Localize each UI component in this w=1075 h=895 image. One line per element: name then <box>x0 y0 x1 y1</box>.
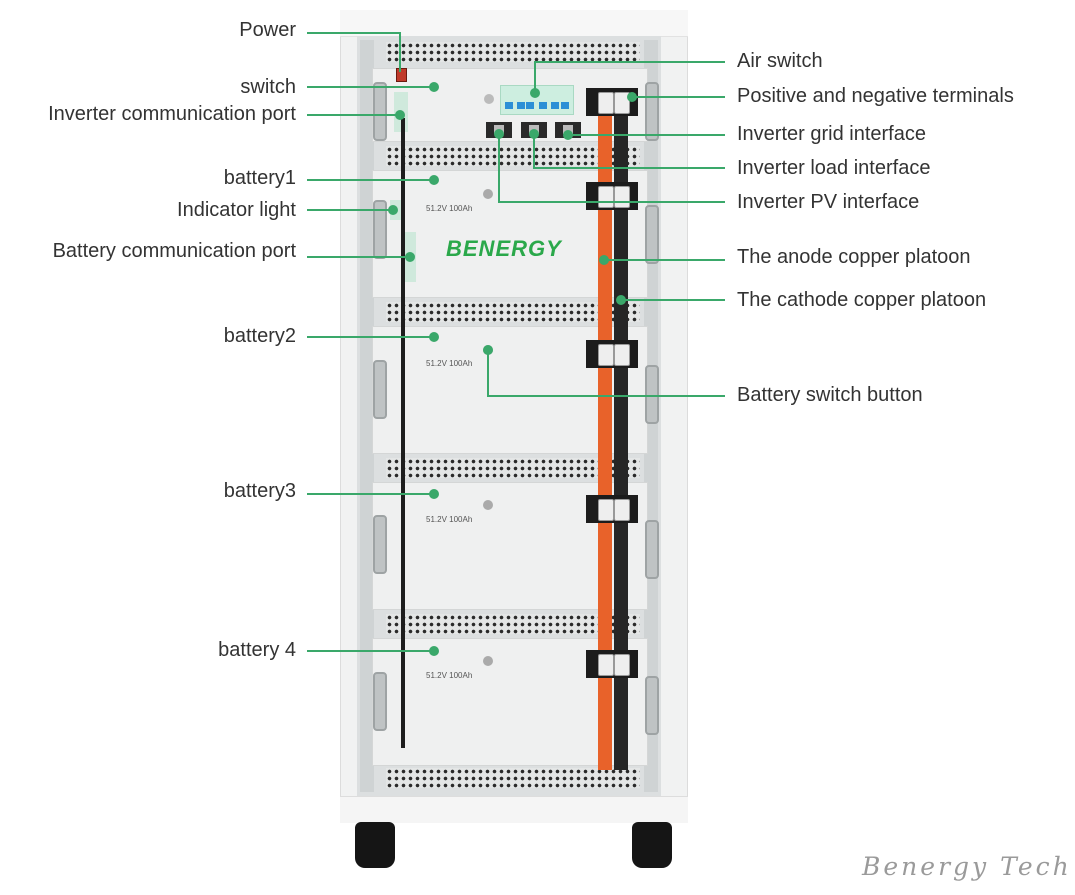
screw <box>484 94 494 104</box>
label-load-interface: Inverter load interface <box>737 157 931 179</box>
vent <box>386 614 640 634</box>
battery-spec-4: 51.2V 100Ah <box>426 671 473 680</box>
handle <box>373 515 387 574</box>
anode-copper-platoon <box>598 100 612 770</box>
vent <box>386 302 640 322</box>
caster-wheel <box>632 822 672 868</box>
handle <box>373 82 387 141</box>
battery-switch-button[interactable] <box>483 500 493 510</box>
callout-line-battery-switch <box>487 350 725 397</box>
vent <box>386 146 640 166</box>
label-battery3: battery3 <box>223 480 296 502</box>
caster-wheel <box>355 822 395 868</box>
power-switch[interactable] <box>396 68 407 82</box>
handle <box>645 365 659 424</box>
battery-switch-button[interactable] <box>483 656 493 666</box>
battery-switch-button[interactable] <box>483 189 493 199</box>
label-terminals: Positive and negative terminals <box>737 85 1014 107</box>
callout-line-pv <box>498 134 725 203</box>
cathode-copper-platoon <box>614 100 628 770</box>
busbar-clamp <box>586 495 638 523</box>
callout-line-load <box>533 134 725 169</box>
handle <box>373 672 387 731</box>
callout-line-power <box>307 32 401 72</box>
label-indicator-light: Indicator light <box>177 199 296 221</box>
air-switch[interactable] <box>500 85 574 115</box>
busbar-clamp <box>586 650 638 678</box>
label-grid-interface: Inverter grid interface <box>737 123 926 145</box>
label-battery2: battery2 <box>223 325 296 347</box>
label-battery-communication-port: Battery communication port <box>52 240 296 262</box>
label-battery4: battery 4 <box>218 639 296 661</box>
label-battery1: battery1 <box>223 167 296 189</box>
vent-bottom <box>386 768 640 788</box>
label-anode: The anode copper platoon <box>737 246 971 268</box>
handle <box>373 360 387 419</box>
communication-cable <box>401 118 405 748</box>
handle <box>645 205 659 264</box>
busbar-clamp <box>586 182 638 210</box>
label-battery-switch: Battery switch button <box>737 384 923 406</box>
label-switch: switch <box>240 76 296 98</box>
positive-negative-terminals <box>586 88 638 116</box>
benergy-logo: BENERGY <box>446 236 562 261</box>
vent <box>386 458 640 478</box>
cabinet-base <box>340 796 688 823</box>
watermark: Benergy Tech <box>862 852 1072 881</box>
vent-top <box>386 42 640 62</box>
label-cathode: The cathode copper platoon <box>737 289 987 311</box>
label-power: Power <box>239 19 296 41</box>
label-inverter-communication-port: Inverter communication port <box>48 103 296 125</box>
battery-spec-3: 51.2V 100Ah <box>426 515 473 524</box>
label-air-switch: Air switch <box>737 50 823 72</box>
left-rail <box>360 40 374 792</box>
busbar-clamp <box>586 340 638 368</box>
handle <box>645 676 659 735</box>
handle <box>645 520 659 579</box>
label-pv-interface: Inverter PV interface <box>737 191 920 213</box>
battery-spec-2: 51.2V 100Ah <box>426 359 473 368</box>
callout-line-air-switch <box>534 61 725 93</box>
battery-spec-1: 51.2V 100Ah <box>426 204 473 213</box>
